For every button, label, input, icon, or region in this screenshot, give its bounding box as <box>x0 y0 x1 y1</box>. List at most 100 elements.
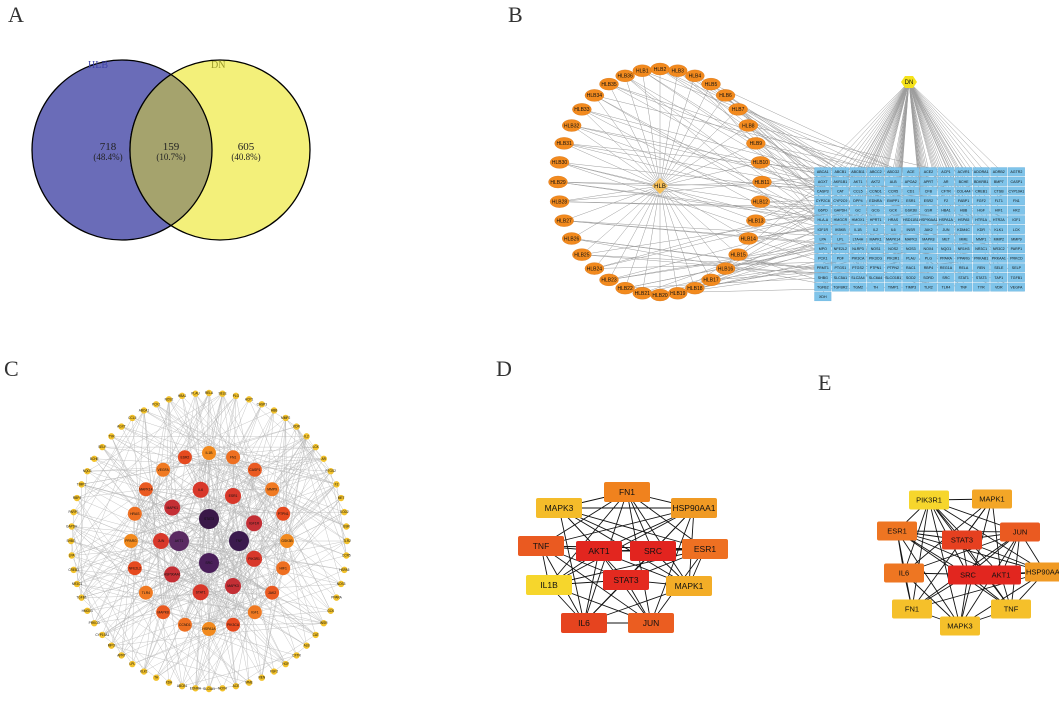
ppi-label: NOS2 <box>165 397 174 401</box>
cluster-label: HLB13 <box>748 218 764 224</box>
ppi-label: MAPK8 <box>157 610 169 614</box>
gene-node: ADRB2 <box>990 167 1008 177</box>
edge <box>195 447 316 689</box>
ppi-label: TIMP1 <box>77 482 87 486</box>
edge <box>908 81 964 227</box>
hub-node: SRC <box>630 541 676 561</box>
panel-label-e: E <box>818 370 832 395</box>
cluster-label: HLB19 <box>670 291 686 297</box>
edge <box>594 181 964 269</box>
edge <box>559 185 661 202</box>
gene-label: AGTR2 <box>1010 170 1022 174</box>
edge <box>162 452 210 613</box>
edge <box>162 410 275 613</box>
gene-node: PIK3R1 <box>884 253 902 263</box>
hub-node: ESR1 <box>682 539 728 559</box>
edge <box>143 404 262 672</box>
cluster-label: HLB29 <box>550 180 566 186</box>
gene-node: HSPA5 <box>955 215 973 225</box>
gene-label: PTPN2 <box>887 266 899 270</box>
edge <box>285 417 342 499</box>
edge <box>208 562 273 593</box>
gene-label: HMOX1 <box>852 218 865 222</box>
gene-label: AKR1B1 <box>834 180 848 184</box>
edge <box>143 540 162 672</box>
ppi-node: RBP4 <box>73 494 81 502</box>
edge <box>94 458 331 472</box>
ppi-label: PTPN1 <box>278 512 289 516</box>
gene-label: SHBG <box>818 276 828 280</box>
cluster-label: HLB3 <box>671 69 684 75</box>
edge <box>232 436 307 497</box>
ppi-node: BCHE <box>90 455 99 462</box>
edge <box>908 81 929 169</box>
edge <box>659 75 696 187</box>
edge <box>857 81 910 217</box>
gene-node: NOS2 <box>884 244 902 254</box>
gene-node: AKT2 <box>867 176 885 186</box>
ppi-node: CCND1 <box>177 617 192 632</box>
edge <box>594 95 661 187</box>
hub-node: AKT1 <box>576 541 622 561</box>
edge <box>195 393 201 490</box>
edge <box>296 426 347 556</box>
edge <box>76 471 88 584</box>
ppi-node: HBA1 <box>178 392 186 400</box>
ppi-node: ABCA1 <box>139 407 150 414</box>
edge <box>195 495 234 689</box>
edge <box>81 484 240 542</box>
ppi-label: HSPA5 <box>339 568 349 572</box>
ppi-node: STAT1 <box>192 584 209 601</box>
edge <box>908 81 999 169</box>
cluster-label: HLB12 <box>753 199 769 205</box>
gene-node: COL4A4 <box>955 186 973 196</box>
ppi-label: SOD2 <box>340 510 349 514</box>
edge <box>659 185 761 202</box>
edge <box>71 540 240 556</box>
edge <box>81 484 135 514</box>
gene-label: GC <box>855 209 861 213</box>
hub-label: JUN <box>643 618 660 628</box>
ppi-node: CYP19A1 <box>95 631 110 639</box>
edge <box>81 562 210 598</box>
edge <box>624 75 661 187</box>
ppi-node: F2 <box>333 481 340 488</box>
ppi-label: SELP <box>98 445 106 449</box>
edge <box>163 469 240 542</box>
ppi-node: GSK3B <box>280 534 294 548</box>
hub-label-dn: DN <box>905 80 914 86</box>
gene-node: ACE2 <box>919 167 937 177</box>
gene-node: SORD <box>919 272 937 282</box>
ppi-node: GAPDH <box>66 523 78 530</box>
edge <box>261 568 284 678</box>
edge <box>564 143 661 187</box>
edge <box>857 81 910 237</box>
edge <box>71 555 122 656</box>
ppi-label: IL2 <box>304 434 309 438</box>
edge <box>178 540 286 665</box>
edge <box>208 628 237 687</box>
ppi-label: ABCA1 <box>139 408 150 412</box>
edge <box>254 436 307 470</box>
ppi-node: IL2 <box>303 433 310 440</box>
gene-node: CCL5 <box>849 186 867 196</box>
edge <box>748 125 947 173</box>
gene-label: SORD <box>923 276 934 280</box>
ppi-label: EDNRA <box>190 686 202 690</box>
ppi-node: NQO1 <box>83 468 92 475</box>
gene-label: ACP1 <box>941 170 950 174</box>
gene-node: STAT1 <box>955 272 973 282</box>
ppi-label: TGFB1 <box>76 596 86 600</box>
gene-label: SELP <box>1012 266 1022 270</box>
cluster-label: HLB5 <box>705 82 718 88</box>
gene-label: F2 <box>944 199 948 203</box>
gene-node: RELA <box>955 263 973 273</box>
ppi-node: RELA <box>205 389 214 397</box>
cluster-node: HLB11 <box>752 175 772 189</box>
gene-label: ABCG2 <box>887 170 899 174</box>
edge <box>102 393 196 635</box>
edge <box>650 507 695 624</box>
hub-node: IL6 <box>884 563 924 583</box>
edge <box>111 395 237 646</box>
gene-label: MAPK1 <box>870 237 882 241</box>
